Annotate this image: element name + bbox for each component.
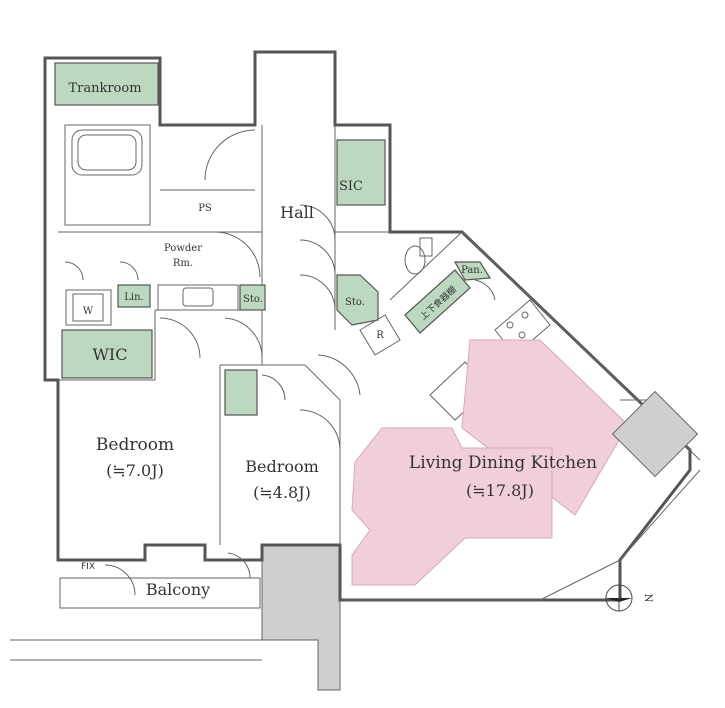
ldk-label: Living Dining Kitchen <box>409 453 597 473</box>
bedroom2-label: Bedroom <box>245 457 319 476</box>
ps-label: PS <box>198 203 212 214</box>
sic-box <box>336 139 386 206</box>
compass-icon <box>605 584 633 612</box>
bedroom2-size: (≒4.8J) <box>253 483 311 502</box>
ldk-size: (≒17.8J) <box>466 481 534 500</box>
storage-left-box <box>239 284 266 311</box>
bedroom2-closet <box>224 369 258 416</box>
storage-right-label: Sto. <box>345 297 365 308</box>
balcony-label: Balcony <box>146 580 210 599</box>
bathtub-icon <box>77 134 137 171</box>
storage-left-label: Sto. <box>243 294 263 305</box>
ldk-furniture <box>351 339 629 586</box>
compass-north-label: N <box>642 594 653 603</box>
trankroom-box <box>54 62 159 106</box>
hall-label: Hall <box>280 203 314 222</box>
linen-label: Lin. <box>124 292 143 303</box>
pantry-label: Pan. <box>461 265 483 276</box>
wic-box <box>61 329 153 379</box>
storage-right-box <box>336 274 379 326</box>
powder-label-1: Powder <box>164 243 202 254</box>
linen-box <box>117 284 151 308</box>
bedroom1-size: (≒7.0J) <box>106 461 164 480</box>
bedroom1-label: Bedroom <box>96 435 174 455</box>
cabinet-box <box>404 269 471 334</box>
fix-label: FIX <box>81 562 95 572</box>
pantry-box <box>453 261 492 281</box>
structural-column-lower <box>261 544 341 691</box>
wic-label: WIC <box>92 345 127 364</box>
trankroom-label: Trankroom <box>68 81 141 96</box>
washbasin-icon <box>157 284 239 311</box>
toilet-icon <box>404 237 433 275</box>
powder-label-2: Rm. <box>173 258 193 269</box>
refrigerator-icon <box>359 314 401 356</box>
washer-icon <box>65 289 112 326</box>
doors <box>64 129 496 596</box>
refrigerator-label: R <box>376 330 384 341</box>
sic-label: SIC <box>339 179 363 194</box>
washer-label: W <box>83 306 94 317</box>
window-rail <box>461 231 701 478</box>
